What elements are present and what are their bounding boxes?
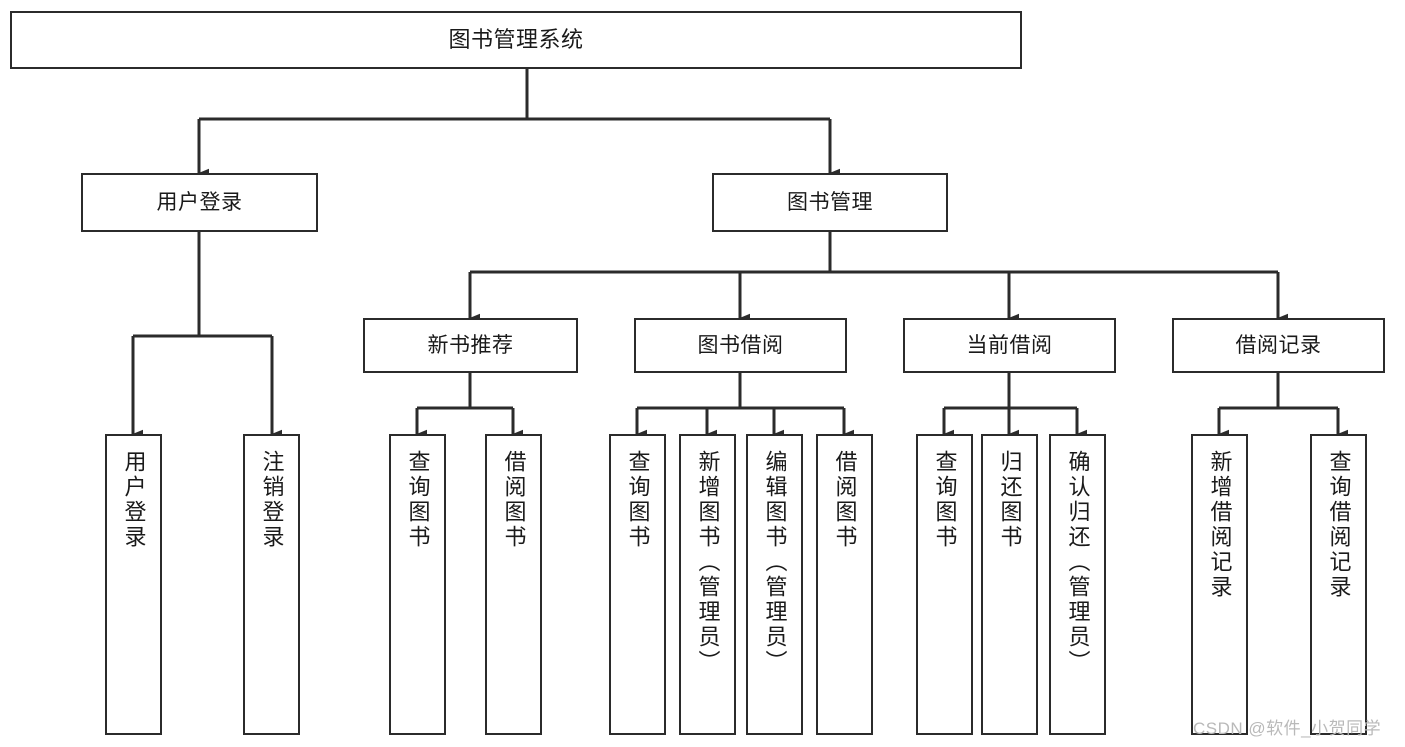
node-label-leaf-return-book: 归还图书 bbox=[997, 450, 1023, 550]
node-label-leaf-user-logout: 注销登录 bbox=[259, 450, 285, 550]
node-leaf-query-book-1[interactable]: 查询图书 bbox=[389, 434, 446, 735]
connector-lines bbox=[131, 69, 1349, 439]
node-label-book-manage: 图书管理 bbox=[787, 190, 873, 214]
node-label-leaf-borrow-book-2: 借阅图书 bbox=[832, 450, 858, 550]
node-root[interactable]: 图书管理系统 bbox=[10, 11, 1022, 69]
node-label-current-borrow: 当前借阅 bbox=[966, 333, 1053, 357]
node-leaf-confirm-return[interactable]: 确认归还（管理员） bbox=[1049, 434, 1106, 735]
node-label-leaf-edit-book: 编辑图书（管理员） bbox=[762, 450, 788, 675]
node-label-leaf-query-book-3: 查询图书 bbox=[932, 450, 958, 550]
node-leaf-user-logout[interactable]: 注销登录 bbox=[243, 434, 300, 735]
node-leaf-add-book[interactable]: 新增图书（管理员） bbox=[679, 434, 736, 735]
node-label-leaf-user-login: 用户登录 bbox=[121, 450, 147, 550]
node-label-leaf-confirm-return: 确认归还（管理员） bbox=[1065, 450, 1091, 675]
node-label-user-login: 用户登录 bbox=[156, 190, 243, 214]
node-book-borrow[interactable]: 图书借阅 bbox=[634, 318, 847, 373]
node-label-leaf-add-book: 新增图书（管理员） bbox=[695, 450, 721, 675]
node-label-leaf-add-record: 新增借阅记录 bbox=[1207, 450, 1233, 600]
node-leaf-user-login[interactable]: 用户登录 bbox=[105, 434, 162, 735]
node-label-leaf-borrow-book-1: 借阅图书 bbox=[501, 450, 527, 550]
node-label-leaf-query-record: 查询借阅记录 bbox=[1326, 450, 1352, 600]
node-leaf-query-book-3[interactable]: 查询图书 bbox=[916, 434, 973, 735]
node-label-leaf-query-book-2: 查询图书 bbox=[625, 450, 651, 550]
node-leaf-return-book[interactable]: 归还图书 bbox=[981, 434, 1038, 735]
node-label-book-borrow: 图书借阅 bbox=[697, 333, 784, 357]
node-leaf-borrow-book-2[interactable]: 借阅图书 bbox=[816, 434, 873, 735]
node-new-book-rec[interactable]: 新书推荐 bbox=[363, 318, 578, 373]
node-label-borrow-record: 借阅记录 bbox=[1235, 333, 1322, 357]
csdn-watermark: CSDN @软件_小贺同学 bbox=[1193, 719, 1382, 738]
node-book-manage[interactable]: 图书管理 bbox=[712, 173, 948, 232]
node-user-login[interactable]: 用户登录 bbox=[81, 173, 318, 232]
node-label-leaf-query-book-1: 查询图书 bbox=[405, 450, 431, 550]
node-leaf-query-book-2[interactable]: 查询图书 bbox=[609, 434, 666, 735]
node-current-borrow[interactable]: 当前借阅 bbox=[903, 318, 1116, 373]
node-borrow-record[interactable]: 借阅记录 bbox=[1172, 318, 1385, 373]
node-leaf-edit-book[interactable]: 编辑图书（管理员） bbox=[746, 434, 803, 735]
node-leaf-add-record[interactable]: 新增借阅记录 bbox=[1191, 434, 1248, 735]
node-leaf-query-record[interactable]: 查询借阅记录 bbox=[1310, 434, 1367, 735]
node-label-root: 图书管理系统 bbox=[448, 26, 584, 52]
node-label-new-book-rec: 新书推荐 bbox=[427, 333, 514, 357]
node-leaf-borrow-book-1[interactable]: 借阅图书 bbox=[485, 434, 542, 735]
